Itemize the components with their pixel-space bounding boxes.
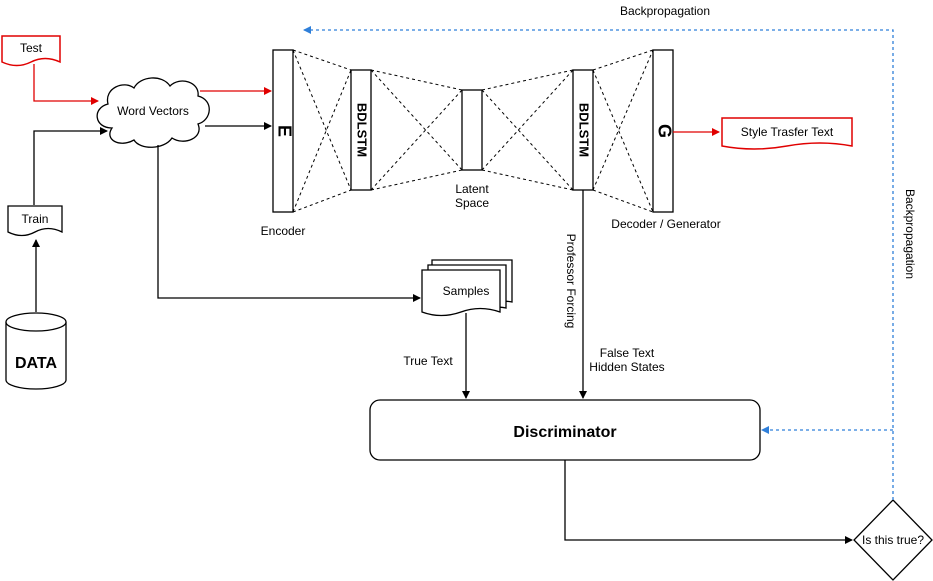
samples-label: Samples xyxy=(443,284,490,298)
bdlstm-left-label: BDLSTM xyxy=(355,103,370,157)
decision-label: Is this true? xyxy=(862,533,924,547)
bdlstm-right-label: BDLSTM xyxy=(577,103,592,157)
latent-space-block xyxy=(461,89,483,171)
encoder-block-label: E xyxy=(274,125,294,137)
backprop-to-encoder-arrow xyxy=(303,26,894,500)
style-transfer-document: Style Trasfer Text xyxy=(721,117,853,150)
word-vectors-to-samples-arrow xyxy=(157,145,421,302)
word-vectors-label: Word Vectors xyxy=(117,104,189,118)
backprop-top-label: Backpropagation xyxy=(620,4,710,18)
generator-block-label: G xyxy=(654,124,674,138)
discriminator-to-decision-arrow xyxy=(564,460,853,544)
test-document: Test xyxy=(1,35,61,67)
train-document: Train xyxy=(7,205,63,237)
discriminator-label: Discriminator xyxy=(513,424,616,441)
network-connections xyxy=(292,49,654,213)
test-label: Test xyxy=(20,41,43,55)
bdlstm-right-block: BDLSTM xyxy=(572,69,594,191)
test-to-word-vectors-arrow xyxy=(33,64,99,105)
decision-diamond: Is this true? xyxy=(853,499,933,581)
professor-forcing-label: Professor Forcing xyxy=(564,234,578,329)
encoder-label: Encoder xyxy=(261,224,306,238)
bdlstm-left-block: BDLSTM xyxy=(350,69,372,191)
generator-block: G xyxy=(652,49,674,213)
style-transfer-label: Style Trasfer Text xyxy=(741,125,834,139)
encoder-block: E xyxy=(272,49,294,213)
data-cylinder: DATA xyxy=(5,312,67,390)
train-to-word-vectors-arrow xyxy=(33,127,108,205)
true-text-label: True Text xyxy=(403,354,453,368)
false-text-label-line1: False Text xyxy=(600,346,655,360)
samples-document: Samples xyxy=(421,259,513,317)
false-text-label-line2: Hidden States xyxy=(589,360,664,374)
decoder-label: Decoder / Generator xyxy=(611,217,720,231)
word-vectors-cloud: Word Vectors xyxy=(96,77,210,148)
discriminator-block: Discriminator xyxy=(369,399,761,461)
train-label: Train xyxy=(22,212,49,226)
latent-label-line1: Latent xyxy=(455,182,489,196)
backprop-right-label: Backpropagation xyxy=(903,189,917,279)
latent-label-line2: Space xyxy=(455,196,489,210)
data-label: DATA xyxy=(15,355,58,372)
